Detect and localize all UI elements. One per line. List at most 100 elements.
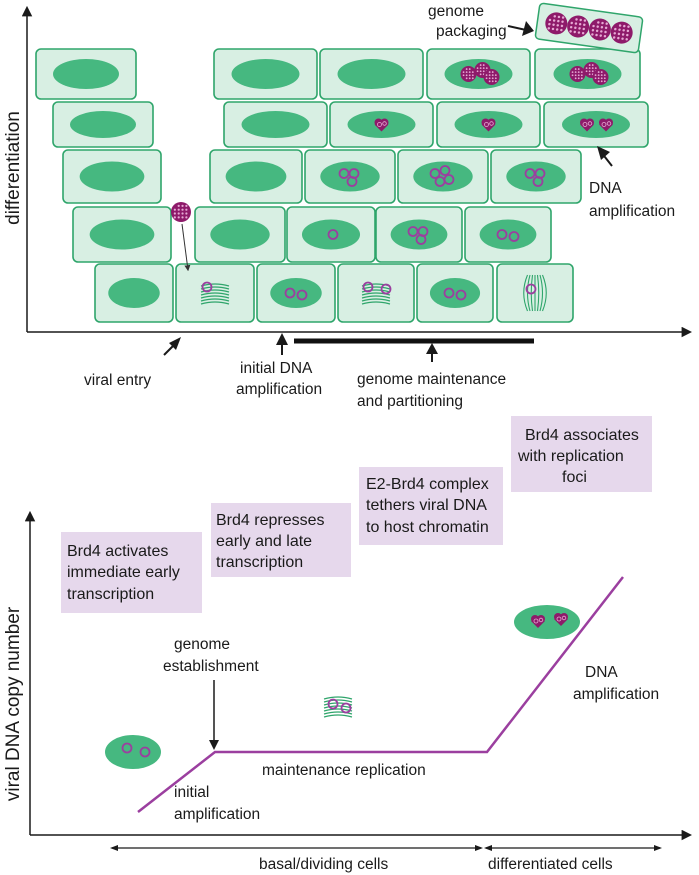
nucleus-icon	[53, 59, 119, 89]
svg-text:genome: genome	[428, 3, 484, 20]
chromatin-icon	[323, 696, 353, 718]
nucleus-icon	[225, 161, 287, 192]
epithelial-cell	[416, 263, 494, 323]
nucleus-icon	[562, 111, 630, 138]
genome-maintenance-annotation: genome maintenance and partitioning	[294, 338, 534, 410]
epithelial-cell	[534, 48, 641, 100]
epithelial-cell	[329, 101, 434, 148]
episome-icon	[327, 229, 339, 240]
nucleus-icon	[301, 219, 361, 250]
svg-text:early and late: early and late	[216, 533, 312, 550]
virion-icon	[460, 66, 477, 82]
virion-icon	[171, 202, 191, 222]
brd4-associates-box: Brd4 associates with replication foci	[511, 416, 652, 492]
dna-amplification-label-bottom: DNA amplification	[573, 664, 659, 703]
replication-focus-icon	[481, 118, 496, 132]
epithelial-cell	[209, 149, 303, 204]
episome-icon	[532, 176, 544, 187]
nucleus-icon	[429, 278, 481, 308]
episome-icon	[346, 176, 358, 187]
episome-icon	[407, 226, 419, 237]
virion-icon	[483, 69, 500, 85]
genome-establishment-annotation: genome establishment	[163, 636, 259, 750]
epithelial-cell	[52, 101, 154, 148]
svg-text:packaging: packaging	[436, 23, 507, 40]
svg-text:to host chromatin: to host chromatin	[366, 519, 489, 536]
incoming-virion	[171, 202, 191, 272]
svg-text:immediate early: immediate early	[67, 564, 180, 581]
packaged-virion-cell	[534, 2, 644, 54]
replication-focus-icon	[374, 118, 389, 132]
svg-text:DNA: DNA	[585, 664, 618, 681]
maintenance-replication-label: maintenance replication	[262, 762, 426, 779]
episome-icon	[380, 283, 392, 295]
epithelial-cell	[94, 263, 174, 323]
svg-text:transcription: transcription	[216, 554, 303, 571]
svg-text:establishment: establishment	[163, 658, 259, 675]
episome-icon	[496, 229, 508, 240]
epithelial-cell	[436, 101, 541, 148]
bottom-panel: viral DNA copy number Brd4 activates imm…	[3, 416, 693, 873]
svg-text:Brd4 associates: Brd4 associates	[525, 427, 639, 444]
initial-amplification-label: initial amplification	[174, 784, 260, 823]
epithelial-cell	[223, 101, 328, 148]
nucleus-icon	[210, 219, 270, 250]
nucleus-icon	[337, 59, 406, 89]
epithelial-cell	[62, 149, 162, 204]
epithelium-cells	[35, 48, 649, 323]
epithelial-cell	[194, 206, 286, 263]
nucleus-icon	[413, 161, 473, 192]
virion-icon	[592, 69, 609, 85]
svg-text:amplification: amplification	[573, 686, 659, 703]
episome-icon	[362, 281, 374, 293]
episome-icon	[327, 698, 339, 710]
episome-icon	[443, 287, 455, 299]
svg-text:E2-Brd4 complex: E2-Brd4 complex	[366, 476, 489, 493]
virion-icon	[545, 12, 568, 35]
svg-text:transcription: transcription	[67, 586, 154, 603]
svg-text:Brd4 activates: Brd4 activates	[67, 543, 168, 560]
svg-text:differentiated cells: differentiated cells	[488, 856, 613, 873]
epithelial-cell	[319, 48, 424, 100]
svg-text:and partitioning: and partitioning	[357, 393, 463, 410]
svg-text:amplification: amplification	[589, 203, 675, 220]
nucleus-icon	[231, 59, 300, 89]
episome-icon	[201, 281, 213, 293]
svg-text:genome: genome	[174, 636, 230, 653]
viral-entry-annotation: viral entry	[84, 337, 181, 389]
epithelial-cell	[397, 149, 489, 204]
epithelial-cell	[543, 101, 649, 148]
episome-icon	[340, 702, 352, 714]
episome-icon	[296, 289, 308, 301]
basal-range: basal/dividing cells	[110, 845, 483, 873]
svg-text:amplification: amplification	[236, 381, 322, 398]
genome-packaging-annotation: genome packaging	[428, 3, 534, 40]
early-nucleus	[105, 735, 161, 769]
mitotic-chromatin	[323, 696, 353, 718]
svg-text:Brd4 represses: Brd4 represses	[216, 512, 325, 529]
episome-icon	[284, 287, 296, 299]
top-panel: differentiation genome packaging DNA amp…	[3, 2, 693, 410]
epithelial-cell	[286, 206, 376, 263]
epithelial-cell	[426, 48, 531, 100]
nucleus-icon	[70, 111, 136, 138]
svg-text:amplification: amplification	[174, 806, 260, 823]
epithelial-cell	[496, 263, 574, 323]
initial-dna-amplification-annotation: initial DNA amplification	[236, 333, 322, 398]
svg-text:viral entry: viral entry	[84, 372, 151, 389]
dna-amplification-annotation-top: DNA amplification	[589, 146, 675, 220]
nucleus-icon	[79, 161, 145, 192]
nucleus-icon	[479, 219, 537, 250]
epithelial-cell	[213, 48, 318, 100]
e2-brd4-box: E2-Brd4 complex tethers viral DNA to hos…	[359, 467, 503, 545]
epithelial-cell	[464, 206, 552, 263]
epithelial-cell	[304, 149, 396, 204]
svg-text:DNA: DNA	[589, 180, 622, 197]
copy-number-curve	[137, 576, 624, 813]
epithelial-cell	[72, 206, 172, 263]
episome-icon	[455, 289, 467, 301]
svg-text:foci: foci	[562, 469, 587, 486]
episome-icon	[524, 168, 536, 179]
brd4-activates-box: Brd4 activates immediate early transcrip…	[61, 532, 202, 613]
virion-icon	[610, 21, 633, 44]
